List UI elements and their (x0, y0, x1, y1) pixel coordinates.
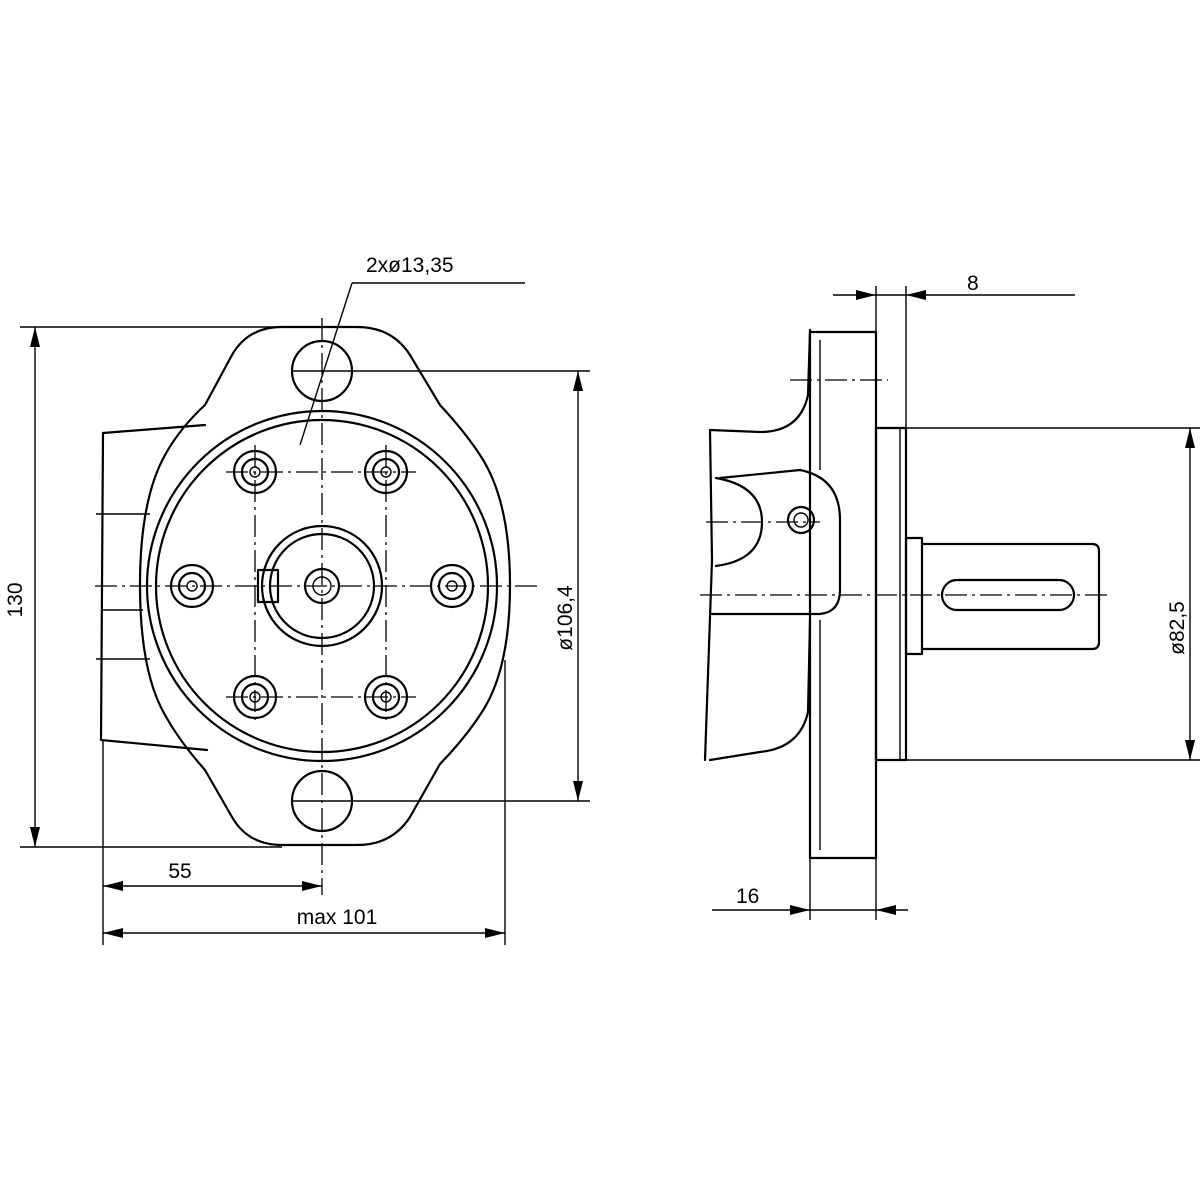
front-view (95, 318, 540, 895)
side-view-dimensions: 8 16 ø82,5 (712, 272, 1200, 920)
hole-callout-label: 2xø13,35 (366, 254, 454, 277)
port-screw-inner (793, 512, 809, 528)
side-view (700, 328, 1112, 860)
max-width-arrow-left (103, 928, 123, 938)
offset-arrow-right (302, 881, 322, 891)
thickness-arrow-right (876, 905, 896, 915)
shaft-collar (904, 536, 924, 656)
thickness-arrow-left (790, 905, 810, 915)
pilot-step (874, 426, 908, 762)
side-body-outline-upper (708, 328, 812, 434)
height-arrow-top (30, 327, 40, 347)
gap-arrow-right (906, 290, 926, 300)
side-body-outline-lower (708, 618, 812, 762)
shaft-arrow-bottom (1185, 740, 1195, 760)
side-body-left-edge (703, 428, 714, 762)
offset-arrow-left (103, 881, 123, 891)
shaft-diameter-label: ø82,5 (1166, 601, 1189, 655)
height-arrow-bottom (30, 827, 40, 847)
max-width-arrow-right (485, 928, 505, 938)
gap-arrow-left (856, 290, 876, 300)
max-width-label: max 101 (297, 906, 378, 929)
offset-label: 55 (168, 860, 191, 883)
pilot-arrow-top (573, 371, 583, 391)
shaft-arrow-top (1185, 428, 1195, 448)
front-view-dimensions: 2xø13,35 130 ø106,4 55 max 101 (4, 254, 590, 945)
shaft-keyway (940, 578, 1076, 612)
shaft-body (920, 542, 1101, 651)
pilot-diameter-label: ø106,4 (554, 585, 577, 651)
mounting-flange-outline (138, 325, 512, 847)
height-label: 130 (4, 582, 27, 617)
flange-gap-label: 8 (967, 272, 979, 295)
pilot-arrow-bottom (573, 781, 583, 801)
hole-callout-leader (299, 282, 353, 446)
port-boss-outline (710, 468, 842, 616)
flange-thickness-label: 16 (736, 885, 759, 908)
port-screw (786, 505, 816, 535)
